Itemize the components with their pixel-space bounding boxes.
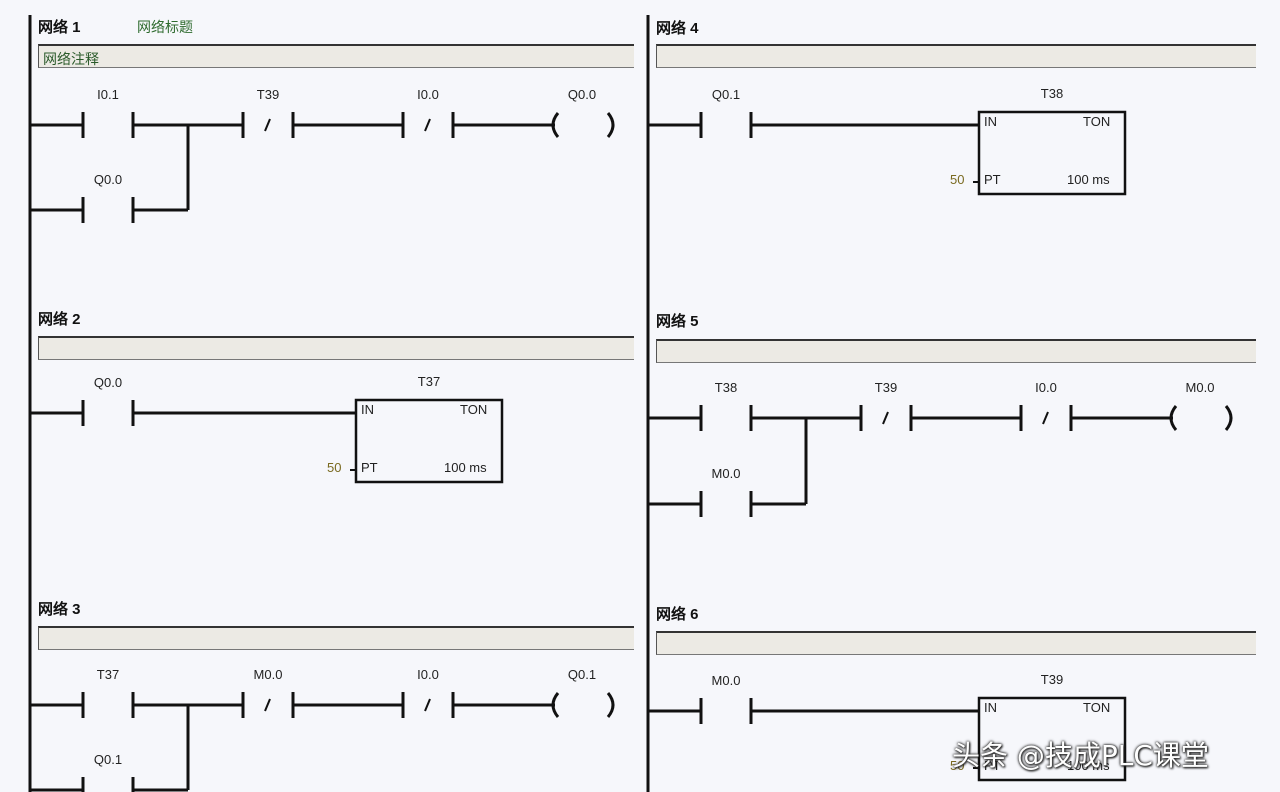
net5-contact-3-nc-slash: [1042, 411, 1049, 425]
net5-contact-1-label[interactable]: T38: [714, 380, 738, 395]
net3-coil-right-arc: [606, 692, 615, 718]
net4-timer-name[interactable]: T38: [1040, 86, 1064, 101]
network-1-subtitle[interactable]: 网络标题: [137, 19, 193, 35]
net6-timer-base: 100 ms: [1067, 758, 1110, 773]
watermark: 头条 @技成PLC课堂: [952, 739, 1209, 772]
net5-coil-label[interactable]: M0.0: [1185, 380, 1215, 395]
net5-branch-contact-label[interactable]: M0.0: [711, 466, 741, 481]
net5-contact-2-nc-slash: [882, 411, 889, 425]
net4-timer-in-pin: IN: [984, 114, 997, 129]
net1-coil-right-arc: [606, 112, 615, 138]
net1-contact-3-nc-slash: [424, 118, 431, 132]
net3-contact-1-label[interactable]: T37: [96, 667, 120, 682]
net5-coil-right-arc: [1224, 405, 1233, 431]
net4-timer-box[interactable]: [977, 110, 1127, 196]
net4-timer-pt-value[interactable]: 50: [950, 172, 965, 187]
net4-contact-1-label[interactable]: Q0.1: [711, 87, 741, 102]
net2-timer-box[interactable]: [354, 398, 504, 484]
net5-contact-3-label[interactable]: I0.0: [1035, 380, 1057, 395]
network-4-comment-bar[interactable]: [656, 44, 1256, 68]
net1-contact-2-label[interactable]: T39: [256, 87, 280, 102]
network-2-comment-bar[interactable]: [38, 336, 634, 360]
network-6-comment-bar[interactable]: [656, 631, 1256, 655]
net6-timer-in-pin: IN: [984, 700, 997, 715]
net3-contact-2-nc-slash: [264, 698, 271, 712]
net2-timer-name[interactable]: T37: [417, 374, 441, 389]
net3-coil-left-arc: [551, 692, 560, 718]
net2-timer-base: 100 ms: [444, 460, 487, 475]
net1-coil-left-arc: [551, 112, 560, 138]
net3-coil-label[interactable]: Q0.1: [567, 667, 597, 682]
net4-timer-type: TON: [1083, 114, 1111, 129]
network-3-comment-bar[interactable]: [38, 626, 634, 650]
network-5-comment-bar[interactable]: [656, 339, 1256, 363]
network-5-title: 网络 5: [656, 313, 699, 330]
net2-timer-in-pin: IN: [361, 402, 374, 417]
net4-timer-pt-pin: PT: [984, 172, 1001, 187]
net3-contact-3-nc-slash: [424, 698, 431, 712]
net6-timer-name[interactable]: T39: [1040, 672, 1064, 687]
network-6-title: 网络 6: [656, 606, 699, 623]
net1-branch-contact-label[interactable]: Q0.0: [93, 172, 123, 187]
net6-timer-pt-value[interactable]: 50: [950, 758, 965, 773]
net1-contact-3-label[interactable]: I0.0: [417, 87, 439, 102]
net3-branch-contact-label[interactable]: Q0.1: [93, 752, 123, 767]
network-1-comment-bar[interactable]: 网络注释: [38, 44, 634, 68]
net2-contact-1-label[interactable]: Q0.0: [93, 375, 123, 390]
net3-contact-3-label[interactable]: I0.0: [417, 667, 439, 682]
network-3-title: 网络 3: [38, 601, 81, 618]
net2-timer-pt-pin: PT: [361, 460, 378, 475]
net6-timer-box[interactable]: [977, 696, 1127, 782]
net3-contact-2-label[interactable]: M0.0: [253, 667, 283, 682]
net2-timer-type: TON: [460, 402, 488, 417]
net4-timer-base: 100 ms: [1067, 172, 1110, 187]
network-2-title: 网络 2: [38, 311, 81, 328]
net6-contact-1-label[interactable]: M0.0: [711, 673, 741, 688]
net1-contact-2-nc-slash: [264, 118, 271, 132]
net5-coil-left-arc: [1169, 405, 1178, 431]
net2-timer-pt-value[interactable]: 50: [327, 460, 342, 475]
network-1-comment: 网络注释: [43, 51, 99, 67]
net5-contact-2-label[interactable]: T39: [874, 380, 898, 395]
net1-contact-1-label[interactable]: I0.1: [97, 87, 119, 102]
network-1-title: 网络 1: [38, 19, 81, 36]
net6-timer-pt-pin: PT: [984, 758, 1001, 773]
net6-timer-type: TON: [1083, 700, 1111, 715]
net1-coil-label[interactable]: Q0.0: [567, 87, 597, 102]
network-4-title: 网络 4: [656, 20, 699, 37]
